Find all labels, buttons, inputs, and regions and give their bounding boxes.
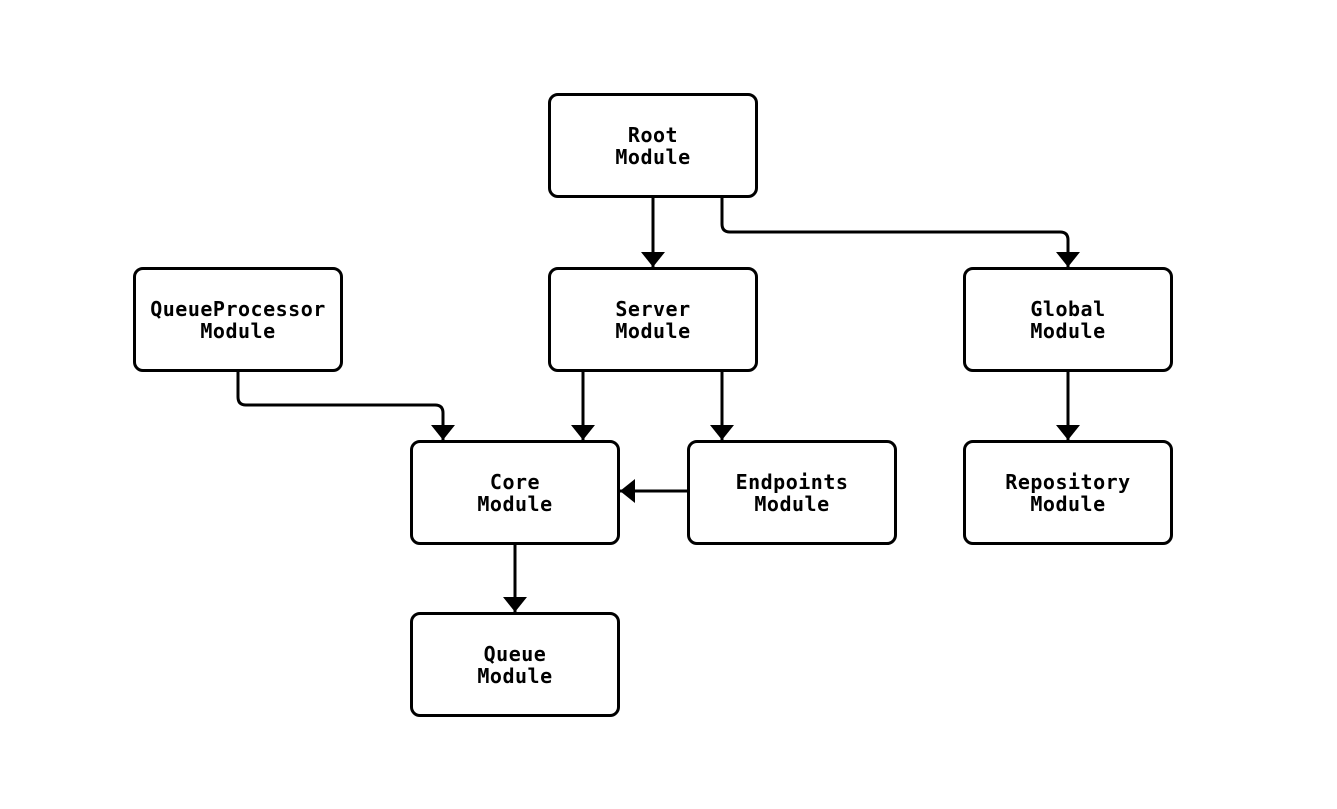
node-repository-module: Repository Module <box>963 440 1173 545</box>
node-label-line: Module <box>615 144 691 169</box>
node-label-line: Module <box>1030 318 1106 343</box>
node-label-line: Module <box>477 663 553 688</box>
node-queueprocessor-module: QueueProcessor Module <box>133 267 343 372</box>
node-label-line: Module <box>200 318 276 343</box>
node-label-line: Module <box>477 491 553 516</box>
edge-queueprocessor-to-core <box>236 372 455 440</box>
node-server-module: Server Module <box>548 267 758 372</box>
node-label-line: Root <box>627 122 679 147</box>
node-label-line: Queue <box>483 641 547 666</box>
node-global-module: Global Module <box>963 267 1173 372</box>
edge-root-to-global <box>720 198 1080 267</box>
node-label-line: Module <box>754 491 830 516</box>
node-label-line: Core <box>489 469 541 494</box>
node-label-line: QueueProcessor <box>150 296 326 321</box>
node-label-line: Repository <box>1005 469 1131 494</box>
node-root-module: Root Module <box>548 93 758 198</box>
node-queue-module: Queue Module <box>410 612 620 717</box>
node-label-line: Global <box>1030 296 1106 321</box>
node-endpoints-module: Endpoints Module <box>687 440 897 545</box>
node-label-line: Module <box>1030 491 1106 516</box>
node-label-line: Module <box>615 318 691 343</box>
node-label-line: Endpoints <box>735 469 849 494</box>
node-core-module: Core Module <box>410 440 620 545</box>
node-label-line: Server <box>615 296 691 321</box>
